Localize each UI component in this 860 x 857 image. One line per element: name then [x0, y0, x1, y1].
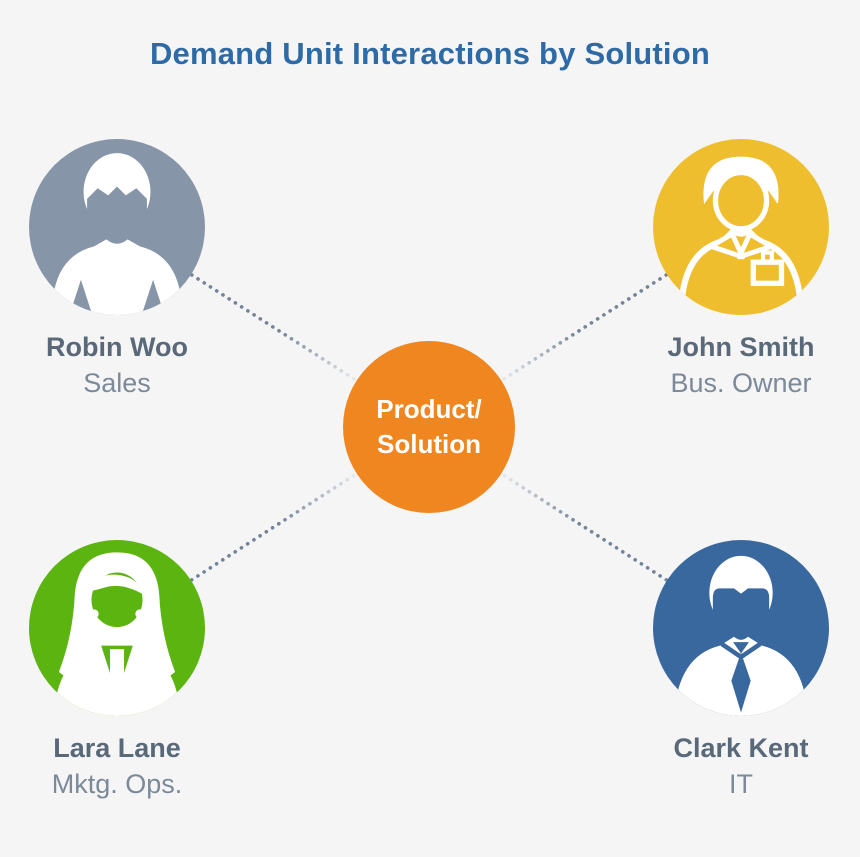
person-name: Robin Woo — [46, 332, 188, 362]
center-node-label: Product/ Solution — [376, 392, 481, 462]
male-badge-icon — [678, 156, 804, 315]
avatar-clark-kent — [653, 540, 829, 716]
person-role: IT — [729, 769, 753, 799]
connector-top-left — [115, 225, 431, 429]
person-role: Bus. Owner — [670, 368, 812, 398]
center-node-line2: Solution — [377, 429, 481, 459]
person-name: Lara Lane — [53, 733, 181, 763]
connector-top-right — [427, 225, 743, 429]
male-suit-icon — [674, 555, 808, 716]
avatar-lara-lane — [29, 540, 205, 716]
avatar-robin-woo — [29, 139, 205, 315]
male-tshirt-icon — [51, 153, 183, 315]
person-card-robin-woo: Robin Woo Sales — [0, 139, 234, 399]
person-name: Clark Kent — [673, 733, 809, 763]
center-node-line1: Product/ — [376, 394, 482, 424]
person-card-john-smith: John Smith Bus. Owner — [624, 139, 858, 399]
person-role: Mktg. Ops. — [51, 769, 183, 799]
center-node-product-solution: Product/ Solution — [343, 341, 515, 513]
avatar-john-smith — [653, 139, 829, 315]
page-title: Demand Unit Interactions by Solution — [149, 36, 711, 71]
person-role: Sales — [83, 368, 151, 398]
person-card-lara-lane: Lara Lane Mktg. Ops. — [0, 540, 234, 800]
female-blazer-icon — [53, 552, 181, 716]
person-name: John Smith — [667, 332, 815, 362]
person-card-clark-kent: Clark Kent IT — [624, 540, 858, 800]
